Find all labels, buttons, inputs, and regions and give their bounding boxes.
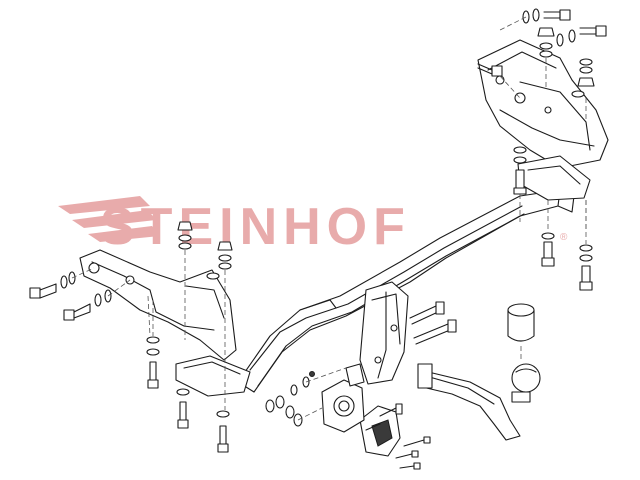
socket-fasteners bbox=[265, 367, 431, 470]
stacked-nuts-washers bbox=[177, 221, 233, 280]
bolt bbox=[477, 63, 503, 77]
alignment-lines bbox=[147, 75, 587, 337]
electric-socket bbox=[359, 405, 401, 457]
towball bbox=[511, 363, 541, 403]
bolt bbox=[409, 301, 445, 325]
screw bbox=[395, 450, 419, 459]
socket-holder-plate bbox=[321, 363, 365, 433]
screw bbox=[403, 436, 431, 447]
right-bottom-bolts bbox=[513, 146, 593, 291]
bolt bbox=[413, 319, 457, 345]
bolt bbox=[541, 232, 555, 267]
center-mounting-plate bbox=[359, 281, 409, 385]
bolt bbox=[513, 146, 527, 195]
right-top-bolts bbox=[477, 8, 607, 120]
main-crossbeam bbox=[237, 189, 575, 393]
center-bolts bbox=[379, 301, 457, 417]
stacked-nuts-washers bbox=[537, 27, 595, 98]
watermark-swoosh bbox=[58, 196, 160, 242]
steinhof-watermark: STEINHOF ® bbox=[58, 196, 568, 256]
left-vertical-bolts bbox=[146, 221, 233, 453]
bolt bbox=[63, 289, 112, 321]
left-side-bracket bbox=[79, 249, 251, 397]
towball-cover bbox=[507, 303, 535, 362]
bolt bbox=[579, 244, 593, 291]
watermark-registered-mark: ® bbox=[560, 232, 568, 243]
bolt bbox=[216, 410, 230, 453]
bolt bbox=[146, 336, 160, 389]
bolt bbox=[176, 388, 190, 429]
bolt bbox=[29, 271, 76, 299]
towball-neck bbox=[417, 363, 521, 441]
bolt bbox=[379, 403, 403, 417]
watermark-text: STEINHOF bbox=[100, 198, 411, 256]
right-side-bracket bbox=[477, 39, 609, 201]
left-horizontal-bolts bbox=[29, 267, 131, 321]
bolt bbox=[556, 25, 607, 47]
screw bbox=[399, 462, 421, 470]
bolt bbox=[522, 8, 571, 24]
